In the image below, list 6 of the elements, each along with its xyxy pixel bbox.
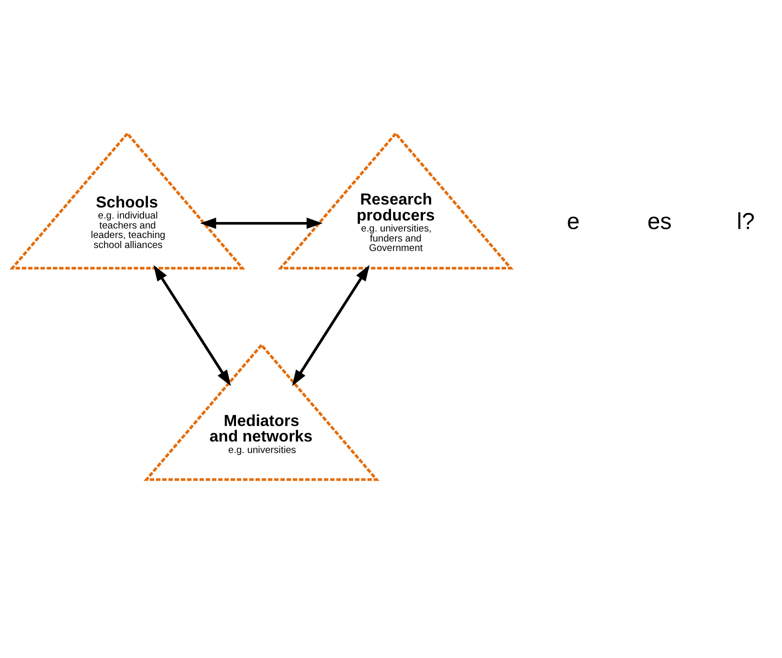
label: es [647,208,672,234]
label: e [566,208,580,234]
label: l? [736,208,755,234]
arrow [200,218,323,229]
arrow [153,264,231,386]
arrow [292,264,370,386]
